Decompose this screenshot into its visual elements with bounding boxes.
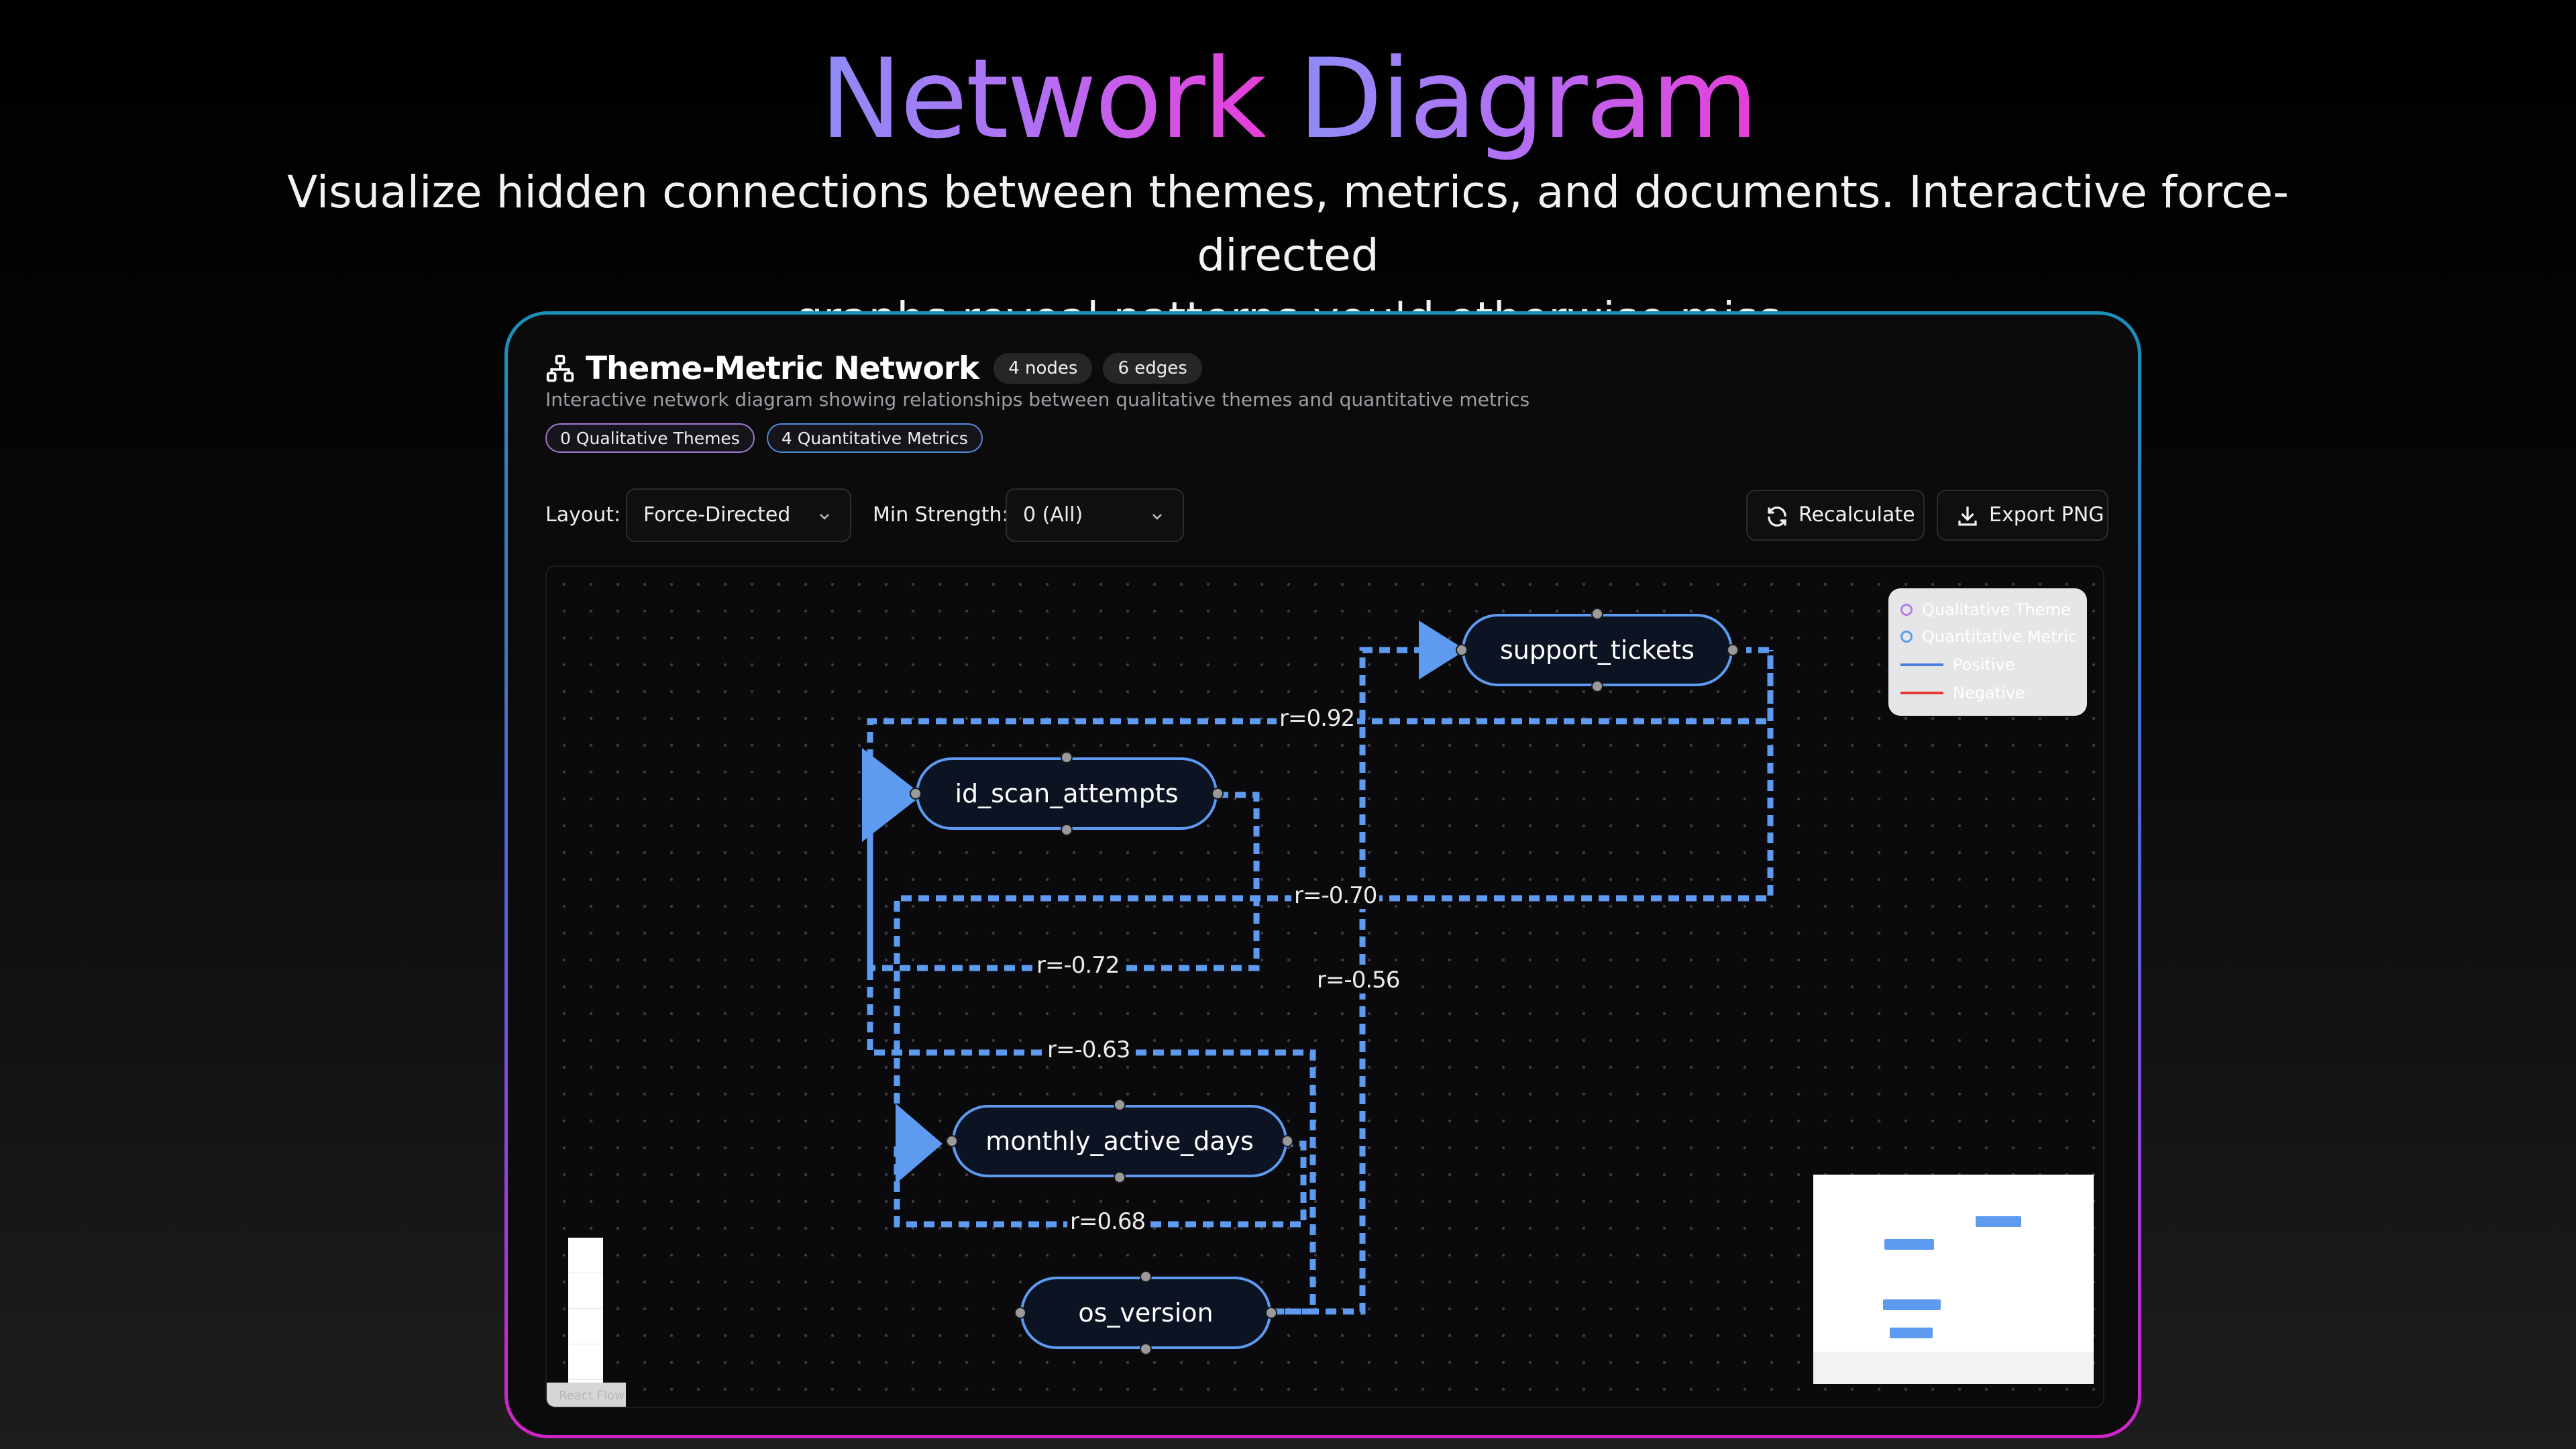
node-handle[interactable] (1281, 1135, 1293, 1147)
zoom-out-button[interactable] (568, 1273, 603, 1309)
minimap-node (1976, 1216, 2021, 1227)
node-label: os_version (1078, 1298, 1214, 1328)
chevron-down-icon (820, 514, 829, 520)
quantitative-metrics-pill[interactable]: 4 Quantitative Metrics (766, 423, 983, 453)
min-strength-label: Min Strength: (873, 503, 1009, 527)
minimap[interactable] (1813, 1175, 2094, 1384)
node-handle[interactable] (1212, 788, 1224, 800)
node-handle[interactable] (1061, 751, 1073, 763)
node-handle[interactable] (1014, 1307, 1026, 1319)
subtitle-line-1: Visualize hidden connections between the… (287, 166, 2289, 281)
download-icon (1958, 506, 1977, 526)
node-label: id_scan_attempts (955, 779, 1179, 808)
arrowhead-icon (1419, 621, 1466, 680)
lock-button[interactable] (568, 1344, 603, 1380)
layout-select-value: Force-Directed (643, 503, 791, 527)
legend-item-theme: Qualitative Theme (1900, 596, 2071, 623)
legend-item-metric: Quantitative Metric (1900, 623, 2078, 650)
node-handle[interactable] (1265, 1307, 1277, 1319)
node-monthly-active-days[interactable]: monthly_active_days (946, 1099, 1293, 1183)
legend-metric-label: Quantitative Metric (1922, 627, 2078, 646)
recalculate-label: Recalculate (1799, 503, 1915, 527)
card-frame: Theme-Metric Network 4 nodes 6 edges Int… (504, 311, 2141, 1438)
nodes-count-badge: 4 nodes (994, 353, 1093, 384)
react-flow-attribution[interactable]: React Flow (547, 1383, 626, 1407)
export-png-label: Export PNG (1989, 503, 2104, 527)
page-title: Network Diagram (0, 32, 2576, 166)
legend-theme-label: Qualitative Theme (1922, 600, 2071, 619)
edge-label: r=-0.70 (1291, 882, 1380, 909)
toolbar: Layout: Force-Directed Min Strength: 0 (… (545, 488, 2108, 542)
recalculate-button[interactable]: Recalculate (1746, 490, 1925, 541)
network-card: Theme-Metric Network 4 nodes 6 edges Int… (508, 315, 2138, 1435)
minimap-node (1884, 1239, 1934, 1250)
category-pills: 0 Qualitative Themes 4 Quantitative Metr… (545, 423, 983, 453)
qualitative-themes-pill[interactable]: 0 Qualitative Themes (545, 423, 755, 453)
chevron-down-icon (1152, 514, 1162, 520)
node-handle[interactable] (1114, 1171, 1126, 1183)
edges-layer (862, 621, 1774, 1315)
arrowhead-icon (896, 1104, 943, 1184)
edge-label: r=-0.72 (1034, 952, 1122, 979)
node-handle[interactable] (1140, 1271, 1152, 1283)
theme-circle-icon (1900, 604, 1913, 616)
refresh-icon (1768, 506, 1786, 527)
minimap-footer (1813, 1352, 2094, 1384)
legend-item-positive: Positive (1900, 651, 2015, 678)
legend-item-negative: Negative (1900, 680, 2025, 706)
card-title: Theme-Metric Network (586, 350, 979, 387)
node-support-tickets[interactable]: support_tickets (1456, 608, 1739, 692)
network-icon (546, 354, 574, 382)
layout-select[interactable]: Force-Directed (626, 488, 851, 542)
zoom-in-button[interactable] (568, 1238, 603, 1273)
arrowhead-icon (862, 748, 922, 842)
card-description: Interactive network diagram showing rela… (545, 388, 1530, 411)
title-accent: Diagram (1297, 35, 1758, 163)
negative-line-icon (1900, 692, 1943, 694)
graph-edge[interactable] (867, 795, 1316, 1315)
graph-edge[interactable] (867, 647, 1774, 795)
edge-label: r=-0.56 (1314, 967, 1403, 994)
node-handle[interactable] (910, 788, 922, 800)
edge-label: r=0.92 (1277, 705, 1358, 732)
legend-negative-label: Negative (1953, 684, 2025, 702)
node-id-scan-attempts[interactable]: id_scan_attempts (910, 751, 1224, 836)
node-handle[interactable] (1456, 644, 1468, 656)
graph-canvas[interactable]: r=0.92 r=-0.70 r=-0.72 r=-0.56 r=-0.63 r… (545, 566, 2104, 1408)
minimap-node (1890, 1328, 1933, 1338)
node-label: support_tickets (1500, 635, 1695, 665)
edge-label: r=-0.63 (1044, 1036, 1133, 1063)
fit-view-button[interactable] (568, 1309, 603, 1344)
min-strength-select-value: 0 (All) (1023, 503, 1083, 527)
node-label: monthly_active_days (985, 1126, 1254, 1156)
title-plain: Network (819, 35, 1267, 163)
node-handle[interactable] (1591, 680, 1603, 692)
min-strength-select[interactable]: 0 (All) (1006, 488, 1184, 542)
node-handle[interactable] (1140, 1343, 1152, 1355)
edge-label: r=0.68 (1067, 1208, 1148, 1235)
legend-positive-label: Positive (1953, 655, 2015, 674)
edges-count-badge: 6 edges (1103, 353, 1202, 384)
node-handle[interactable] (1727, 644, 1739, 656)
node-os-version[interactable]: os_version (1014, 1271, 1277, 1355)
metric-circle-icon (1900, 631, 1913, 643)
node-handle[interactable] (1114, 1099, 1126, 1111)
positive-line-icon (1900, 663, 1943, 666)
export-png-button[interactable]: Export PNG (1937, 490, 2108, 541)
node-handle[interactable] (1591, 608, 1603, 620)
graph-legend: Qualitative Theme Quantitative Metric Po… (1888, 588, 2087, 716)
zoom-controls (568, 1238, 603, 1383)
node-handle[interactable] (946, 1135, 958, 1147)
layout-label: Layout: (545, 503, 621, 527)
node-handle[interactable] (1061, 824, 1073, 836)
card-header: Theme-Metric Network 4 nodes 6 edges (545, 341, 1202, 395)
minimap-node (1883, 1299, 1941, 1310)
